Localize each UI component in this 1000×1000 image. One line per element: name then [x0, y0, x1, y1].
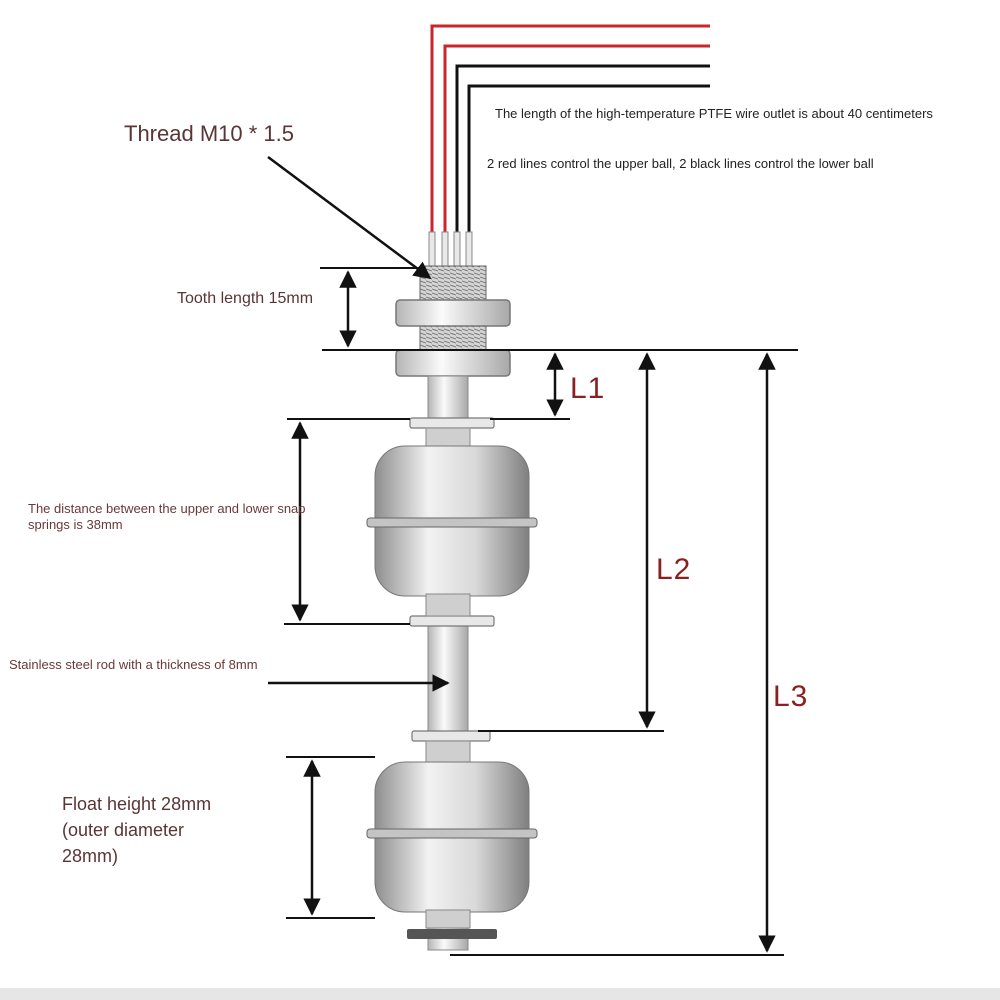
black-wire-1: [455, 64, 710, 265]
red-wire-1: [430, 24, 710, 265]
wire-length-note: The length of the high-temperature PTFE …: [495, 106, 933, 121]
upper-float: [366, 427, 538, 617]
thread-label: Thread M10 * 1.5: [124, 121, 294, 146]
float-height-line3: 28mm): [62, 846, 119, 866]
dimension-l3: L3: [773, 680, 809, 713]
lower-snap-ring-top: [411, 730, 491, 742]
snap-distance-label: The distance between the upper and lower…: [28, 501, 306, 533]
reference-lines: [284, 267, 798, 956]
wire-bundle: [430, 24, 710, 265]
float-height-line1: Float height 28mm: [62, 794, 212, 814]
float-height-line2: (outer diameter: [62, 820, 185, 840]
upper-snap-ring-top: [409, 417, 495, 429]
tooth-length-label: Tooth length 15mm: [177, 290, 314, 307]
upper-nut: [395, 299, 511, 327]
dimension-arrows: [291, 270, 776, 953]
wire-tips: [428, 231, 473, 267]
bottom-washer: [407, 929, 497, 939]
lower-float: [366, 740, 538, 939]
thread-pointer-arrow: [267, 155, 432, 280]
dimension-l1: L1: [570, 372, 606, 405]
dimension-l2: L2: [656, 553, 692, 586]
red-wire-2: [443, 44, 710, 265]
lower-nut: [395, 349, 511, 377]
wire-control-note: 2 red lines control the upper ball, 2 bl…: [487, 156, 874, 171]
black-wire-2: [467, 84, 710, 265]
rod-thickness-label: Stainless steel rod with a thickness of …: [9, 657, 258, 672]
bottom-strip: [0, 988, 1000, 1000]
upper-snap-ring-bottom: [409, 615, 495, 627]
